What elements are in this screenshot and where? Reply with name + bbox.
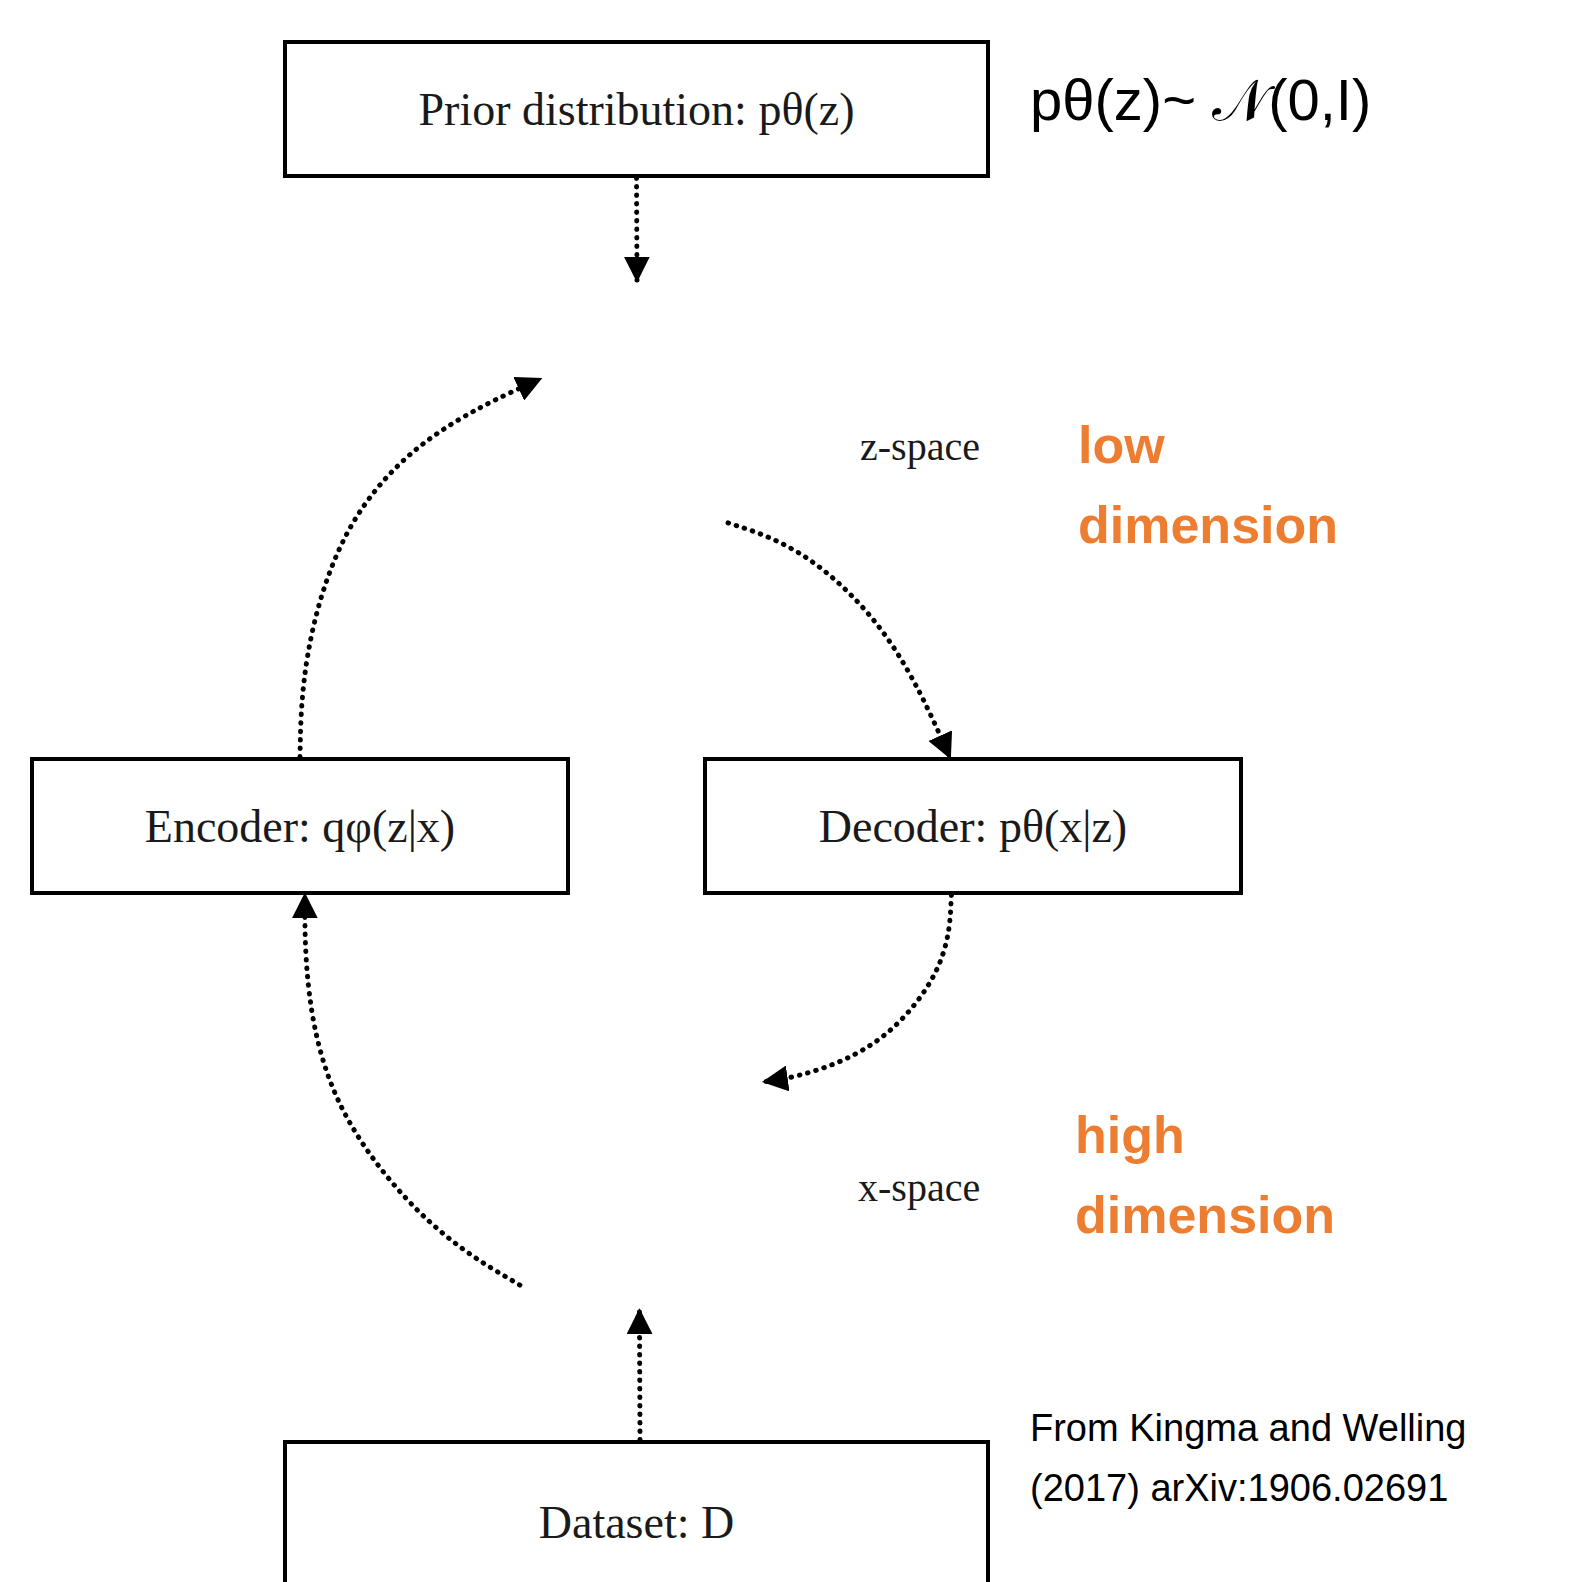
dataset-box: Dataset: D	[283, 1440, 990, 1582]
encoder-box: Encoder: qφ(z|x)	[30, 757, 570, 895]
dotted-arrow	[305, 895, 520, 1285]
decoder-box: Decoder: pθ(x|z)	[703, 757, 1243, 895]
box-title: Decoder: pθ(x|z)	[819, 800, 1127, 853]
box-title: Encoder: qφ(z|x)	[145, 800, 455, 853]
dotted-arrow	[300, 379, 540, 757]
manifold-figure	[490, 975, 795, 1370]
latent-circle-figure	[472, 280, 802, 610]
dotted-arrow	[765, 895, 952, 1082]
dotted-arrow	[634, 178, 640, 280]
space-name: z-space	[860, 427, 980, 467]
dotted-arrow	[728, 523, 950, 757]
box-title: Prior distribution: pθ(z)	[419, 83, 855, 136]
source-citation: From Kingma and Welling (2017) arXiv:190…	[1030, 1398, 1555, 1518]
space-name: x-space	[858, 1168, 980, 1208]
dimension-note: low dimension	[1078, 405, 1408, 565]
prior-box: Prior distribution: pθ(z)	[283, 40, 990, 178]
box-title: Dataset: D	[539, 1496, 734, 1549]
data-manifold-shape: x-space	[490, 975, 795, 1370]
prior-formula: pθ(z)~ 𝒩(0,I)	[1030, 62, 1550, 138]
dotted-arrow	[637, 1311, 643, 1440]
latent-space-circle: z-space	[472, 280, 802, 610]
dimension-note: high dimension	[1075, 1095, 1405, 1255]
